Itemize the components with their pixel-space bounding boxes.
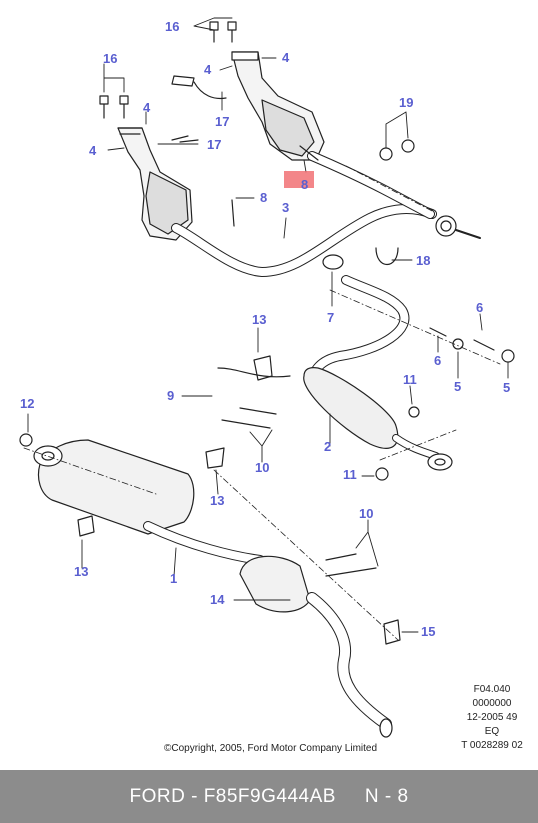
callout-12: 12 [20,396,35,411]
footer-bar: FORD - F85F9G444AB N - 8 [0,770,538,823]
callout-16-left: 16 [103,51,118,66]
callout-10-upper: 10 [255,460,270,475]
footer-part-number: F85F9G444AB [203,786,336,807]
callout-10-lower: 10 [359,506,374,521]
exhaust-system-diagram [19,17,515,738]
callout-7: 7 [327,310,335,325]
callout-18: 18 [416,253,431,268]
rear-muffler [33,439,393,738]
hardware [19,75,515,645]
callout-13-mid: 13 [210,493,225,508]
callout-5-right: 5 [503,380,511,395]
highlight-marker [284,171,314,188]
callout-16-top: 16 [165,19,180,34]
callout-8-highlighted: 8 [301,177,309,192]
intermediate-pipe-resonator [303,254,453,471]
reference-line: 12-2005 49 [466,712,518,723]
callout-1: 1 [170,571,178,586]
callout-14: 14 [210,592,225,607]
reference-line: 0000000 [472,698,512,709]
footer-brand: FORD [129,786,186,807]
callout-17-left: 17 [207,137,222,152]
callout-6-right: 6 [476,300,484,315]
right-catalytic-converter [209,21,325,161]
callout-4-upper-right: 4 [282,50,290,65]
callout-13-upper: 13 [252,312,267,327]
y-pipe [171,151,481,277]
callout-3: 3 [282,200,290,215]
reference-line: EQ [484,726,500,737]
callout-11-upper: 11 [403,372,417,387]
callout-13-lower: 13 [74,564,89,579]
callout-5-left: 5 [454,379,462,394]
callout-8-left: 8 [260,190,268,205]
callout-4-left: 4 [89,143,97,158]
leader-lines [27,17,509,633]
copyright-notice: ©Copyright, 2005, Ford Motor Company Lim… [164,743,378,754]
callout-6-left: 6 [434,353,442,368]
callout-17-upper: 17 [215,114,230,129]
callout-9: 9 [167,388,175,403]
footer-separator: - [185,786,204,807]
callout-4-left-upper: 4 [143,100,151,115]
footer-page: N - 8 [364,786,409,807]
left-catalytic-converter [99,95,193,241]
alignment-lines [23,165,501,641]
callout-15: 15 [421,624,436,639]
callout-2: 2 [324,439,332,454]
footer-gap [336,786,365,807]
reference-line: T 0028289 02 [461,740,523,751]
reference-line: F04.040 [473,684,511,695]
reference-block: F04.040 0000000 12-2005 49 EQ T 0028289 … [452,683,532,753]
callout-4-upper-mid: 4 [204,62,212,77]
callout-11-lower: 11 [343,467,357,482]
callout-19: 19 [399,95,414,110]
